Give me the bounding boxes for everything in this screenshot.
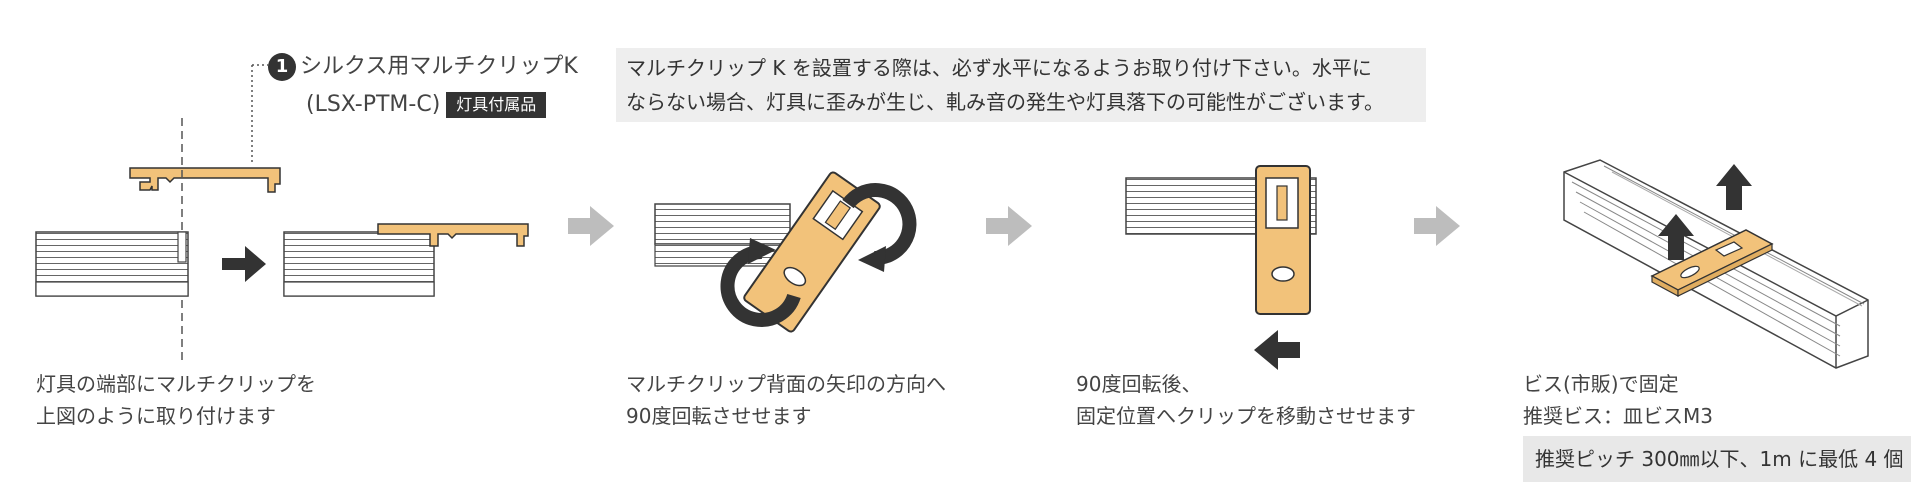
installation-note: マルチクリップ K を設置する際は、必ず水平になるようお取り付け下さい。水平に … bbox=[616, 48, 1426, 122]
step-3-line-1: 90度回転後、 bbox=[1076, 372, 1202, 396]
up-arrow-icon bbox=[1658, 214, 1694, 260]
pitch-note: 推奨ピッチ 300㎜以下、1m に最低 4 個 bbox=[1523, 436, 1911, 482]
fixture-with-clip bbox=[283, 223, 529, 297]
step-2-caption: マルチクリップ背面の矢印の方向へ 90度回転させせます bbox=[626, 368, 946, 432]
right-arrow-icon bbox=[568, 206, 614, 246]
part-model-line: (LSX-PTM-C)灯具付属品 bbox=[306, 90, 547, 120]
part-name: シルクス用マルチクリップK bbox=[300, 54, 578, 79]
step-1-caption: 灯具の端部にマルチクリップを 上図のように取り付けます bbox=[36, 368, 316, 432]
accessory-badge: 灯具付属品 bbox=[446, 92, 547, 118]
step-2-line-2: 90度回転させせます bbox=[626, 404, 812, 428]
fixture-before bbox=[35, 231, 189, 297]
right-arrow-icon bbox=[986, 206, 1032, 246]
part-model: (LSX-PTM-C) bbox=[306, 92, 441, 117]
clip-part-side bbox=[129, 167, 281, 193]
rotate-arrow-icon bbox=[842, 183, 917, 272]
step-4-caption: ビス(市販)で固定 推奨ビス：皿ビスM3 bbox=[1523, 368, 1713, 432]
note-line-1: マルチクリップ K を設置する際は、必ず水平になるようお取り付け下さい。水平に bbox=[626, 56, 1372, 80]
up-arrow-icon bbox=[1716, 164, 1752, 210]
step-1-line-2: 上図のように取り付けます bbox=[36, 404, 276, 428]
fixture-move-step bbox=[1125, 165, 1317, 370]
left-arrow-icon bbox=[1254, 330, 1300, 370]
part-number-badge: 1 bbox=[268, 53, 296, 81]
rotate-arrow-icon bbox=[720, 238, 801, 327]
step-3-caption: 90度回転後、 固定位置へクリップを移動させせます bbox=[1076, 368, 1416, 432]
step-4-line-2: 推奨ビス：皿ビスM3 bbox=[1523, 404, 1713, 428]
right-arrow-icon bbox=[1414, 206, 1460, 246]
fixture-fixed-step bbox=[1563, 159, 1869, 369]
step-3-line-2: 固定位置へクリップを移動させせます bbox=[1076, 404, 1416, 428]
step-4-line-1: ビス(市販)で固定 bbox=[1523, 372, 1679, 396]
right-arrow-icon bbox=[222, 246, 266, 282]
step-1-line-1: 灯具の端部にマルチクリップを bbox=[36, 372, 316, 396]
note-line-2: ならない場合、灯具に歪みが生じ、軋み音の発生や灯具落下の可能性がございます。 bbox=[626, 90, 1384, 114]
step-2-line-1: マルチクリップ背面の矢印の方向へ bbox=[626, 372, 946, 396]
fixture-rotate-step bbox=[654, 171, 917, 333]
